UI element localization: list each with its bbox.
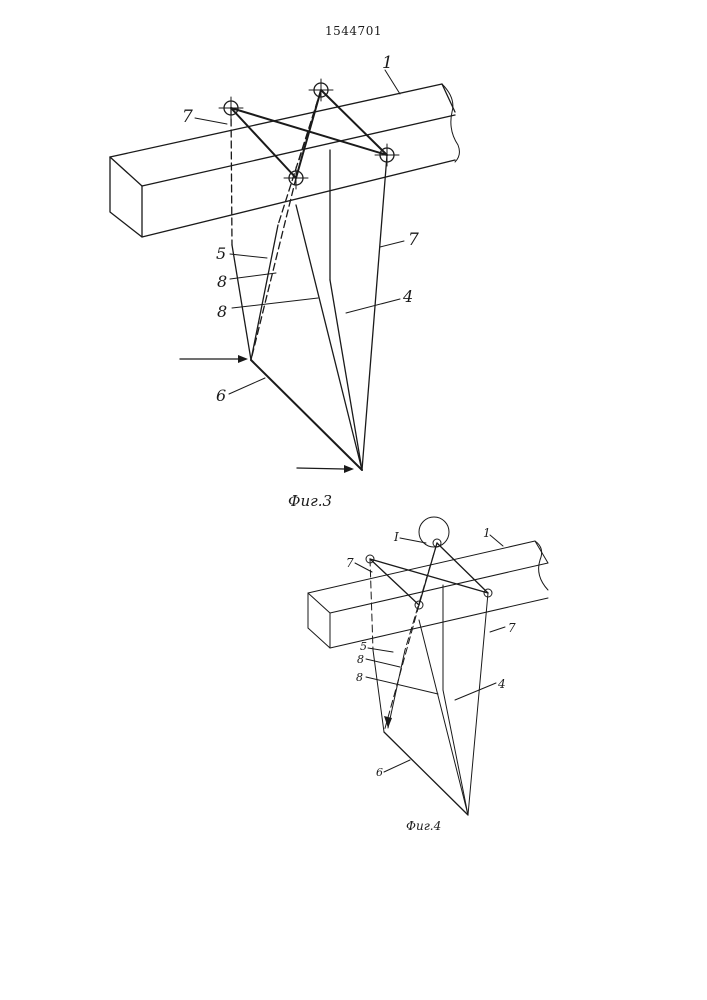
leader-fig4-5	[368, 648, 393, 652]
label-fig4-beam: 1	[483, 526, 491, 540]
caption-fig4: Фиг.4	[406, 819, 441, 833]
leader-fig4-8a	[366, 659, 400, 667]
leader-fig4-7-left	[355, 563, 372, 572]
leader-fig4-7-right	[490, 627, 505, 632]
label-fig4-detail: I	[393, 530, 399, 544]
hinge-triangle-fig4	[370, 543, 488, 605]
label-fig4-hinge-7-right: 7	[508, 621, 516, 635]
label-fig4-rod-8a: 8	[357, 653, 364, 666]
label-fig4-rod-4: 4	[497, 677, 506, 691]
label-fig4-rod-8b: 8	[356, 671, 363, 684]
leader-fig4-8b	[366, 677, 438, 694]
leader-fig4-1	[490, 535, 503, 546]
label-fig4-rod-5: 5	[360, 640, 367, 653]
leader-fig4-4	[455, 683, 496, 700]
label-fig4-hinge-7-left: 7	[346, 556, 354, 570]
leader-fig4-6	[384, 760, 410, 772]
rods-fig4	[370, 543, 488, 815]
label-fig4-base-6: 6	[376, 766, 383, 779]
